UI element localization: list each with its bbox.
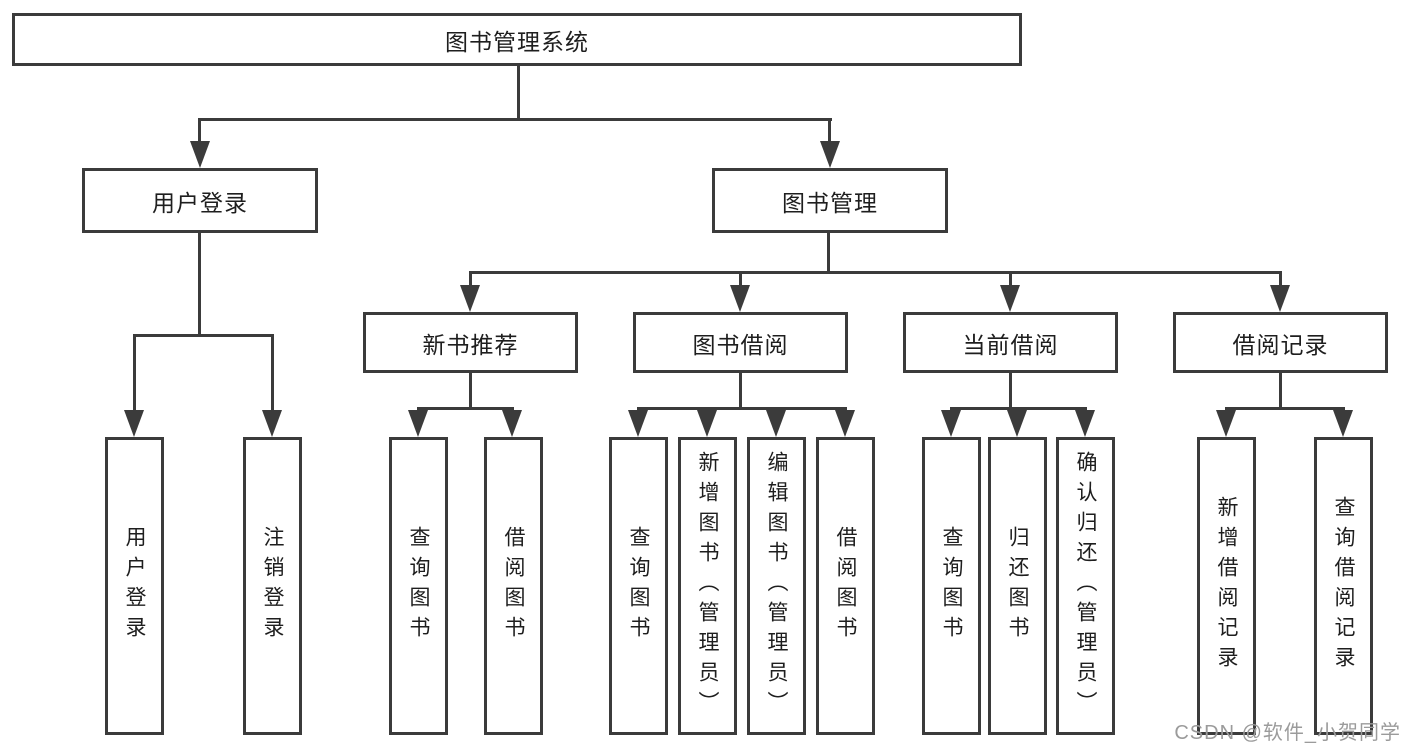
leaf-logout: 注销登录	[243, 437, 302, 735]
arrowhead-down-icon	[408, 410, 428, 437]
arrowhead-down-icon	[190, 141, 210, 168]
arrowhead-down-icon	[1000, 285, 1020, 312]
connector-trunk	[1279, 373, 1282, 410]
leaf-add-book-admin: 新增图书（管理员）	[678, 437, 737, 735]
leaf-edit-book-admin: 编辑图书（管理员）	[747, 437, 806, 735]
connector-branch	[417, 407, 514, 410]
connector-branch	[133, 334, 274, 337]
connector-shaft	[1009, 271, 1012, 288]
connector-shaft	[133, 334, 136, 412]
arrowhead-down-icon	[1075, 410, 1095, 437]
node-book-borrowing: 图书借阅	[633, 312, 848, 373]
arrowhead-down-icon	[835, 410, 855, 437]
connector-shaft	[828, 118, 831, 144]
arrowhead-down-icon	[262, 410, 282, 437]
arrowhead-down-icon	[124, 410, 144, 437]
node-book-management: 图书管理	[712, 168, 948, 233]
connector-branch	[1225, 407, 1345, 410]
connector-shaft	[469, 271, 472, 288]
arrowhead-down-icon	[1270, 285, 1290, 312]
node-new-book-recommendation: 新书推荐	[363, 312, 578, 373]
leaf-query-borrow-record: 查询借阅记录	[1314, 437, 1373, 735]
arrowhead-down-icon	[460, 285, 480, 312]
arrowhead-down-icon	[730, 285, 750, 312]
connector-branch	[637, 407, 847, 410]
leaf-borrow-books-recommend: 借阅图书	[484, 437, 543, 735]
arrowhead-down-icon	[820, 141, 840, 168]
connector-trunk	[517, 66, 520, 121]
leaf-user-login: 用户登录	[105, 437, 164, 735]
connector-shaft	[739, 271, 742, 288]
connector-trunk	[739, 373, 742, 410]
arrowhead-down-icon	[697, 410, 717, 437]
arrowhead-down-icon	[1216, 410, 1236, 437]
leaf-borrow-books-borrowing: 借阅图书	[816, 437, 875, 735]
connector-trunk	[469, 373, 472, 410]
connector-branch	[950, 407, 1087, 410]
leaf-query-books-current: 查询图书	[922, 437, 981, 735]
arrowhead-down-icon	[941, 410, 961, 437]
connector-trunk	[1009, 373, 1012, 410]
leaf-return-book: 归还图书	[988, 437, 1047, 735]
node-current-borrowing: 当前借阅	[903, 312, 1118, 373]
watermark-text: CSDN @软件_小贺同学	[1174, 722, 1401, 744]
node-borrowing-records: 借阅记录	[1173, 312, 1388, 373]
arrowhead-down-icon	[766, 410, 786, 437]
leaf-add-borrow-record: 新增借阅记录	[1197, 437, 1256, 735]
connector-trunk	[198, 233, 201, 337]
connector-shaft	[271, 334, 274, 412]
arrowhead-down-icon	[628, 410, 648, 437]
leaf-confirm-return-admin: 确认归还（管理员）	[1056, 437, 1115, 735]
connector-branch	[469, 271, 1282, 274]
connector-branch	[198, 118, 832, 121]
leaf-query-books-borrowing: 查询图书	[609, 437, 668, 735]
connector-trunk	[827, 233, 830, 274]
arrowhead-down-icon	[502, 410, 522, 437]
connector-shaft	[198, 118, 201, 144]
node-library-system: 图书管理系统	[12, 13, 1022, 66]
leaf-query-books-recommend: 查询图书	[389, 437, 448, 735]
connector-shaft	[1279, 271, 1282, 288]
node-user-login: 用户登录	[82, 168, 318, 233]
arrowhead-down-icon	[1007, 410, 1027, 437]
arrowhead-down-icon	[1333, 410, 1353, 437]
